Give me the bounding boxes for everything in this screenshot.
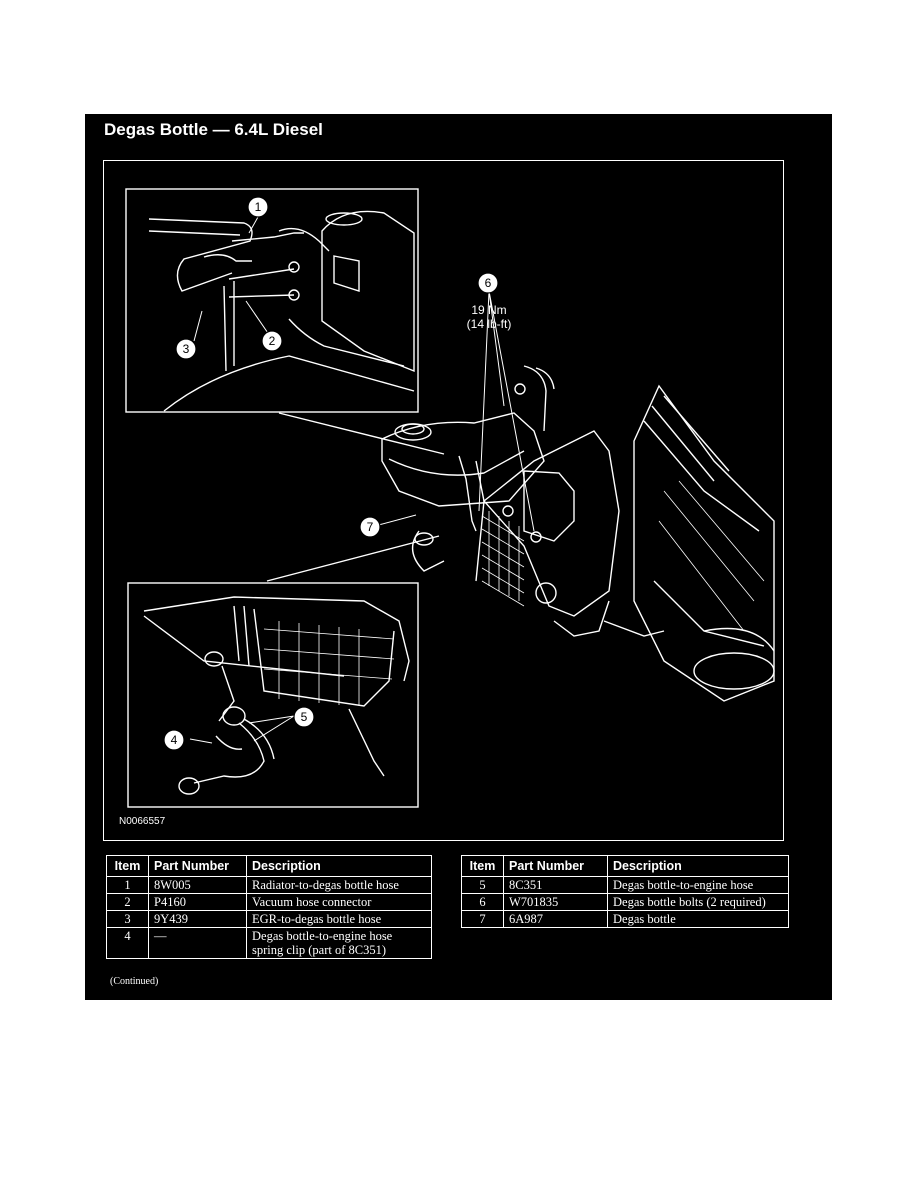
callout-7-label: 7 <box>367 520 374 534</box>
cell-description: Degas bottle-to-engine hose <box>607 876 789 894</box>
table-row: 7 6A987 Degas bottle <box>461 910 789 928</box>
cell-description: Vacuum hose connector <box>246 893 432 911</box>
lower-inset-frame <box>127 582 419 808</box>
continued-note: (Continued) <box>110 976 159 987</box>
cell-description: Degas bottle-to-engine hose spring clip … <box>246 927 432 959</box>
parts-table-left: Item Part Number Description 1 8W005 Rad… <box>106 855 432 959</box>
callout-2-label: 2 <box>269 334 276 348</box>
table-row: 3 9Y439 EGR-to-degas bottle hose <box>106 910 432 928</box>
callout-6 <box>477 272 499 294</box>
callout-1 <box>247 196 269 218</box>
callout-2 <box>261 330 283 352</box>
cell-part-number: 9Y439 <box>148 910 247 928</box>
cell-description: Degas bottle bolts (2 required) <box>607 893 789 911</box>
table-row: 1 8W005 Radiator-to-degas bottle hose <box>106 876 432 894</box>
figure-frame: 1 2 3 4 5 6 7 19 Nm (14 lb-ft) <box>103 160 784 841</box>
table-row: 6 W701835 Degas bottle bolts (2 required… <box>461 893 789 911</box>
cell-item: 2 <box>106 893 149 911</box>
diagram-panel <box>85 114 832 1000</box>
cell-item: 3 <box>106 910 149 928</box>
callout-1-label: 1 <box>255 200 262 214</box>
cell-description: Radiator-to-degas bottle hose <box>246 876 432 894</box>
table-row: 4 — Degas bottle-to-engine hose spring c… <box>106 927 432 959</box>
cell-part-number: 8W005 <box>148 876 247 894</box>
col-header-part-number: Part Number <box>148 855 247 877</box>
cell-item: 1 <box>106 876 149 894</box>
callout-4 <box>163 729 185 751</box>
callout-5 <box>293 706 315 728</box>
col-header-part-number: Part Number <box>503 855 608 877</box>
col-header-item: Item <box>461 855 504 877</box>
callout-3 <box>175 338 197 360</box>
table-row: 2 P4160 Vacuum hose connector <box>106 893 432 911</box>
torque-value-nm: 19 Nm <box>471 303 506 317</box>
table-row: 5 8C351 Degas bottle-to-engine hose <box>461 876 789 894</box>
cell-description: Degas bottle <box>607 910 789 928</box>
col-header-description: Description <box>607 855 789 877</box>
cell-item: 7 <box>461 910 504 928</box>
parts-table-right: Item Part Number Description 5 8C351 Deg… <box>461 855 789 928</box>
cell-item: 5 <box>461 876 504 894</box>
cell-item: 4 <box>106 927 149 959</box>
cell-description: EGR-to-degas bottle hose <box>246 910 432 928</box>
cell-part-number: — <box>148 927 247 959</box>
cell-item: 6 <box>461 893 504 911</box>
cell-part-number: 8C351 <box>503 876 608 894</box>
cell-part-number: W701835 <box>503 893 608 911</box>
callout-4-label: 4 <box>171 733 178 747</box>
figure-id: N0066557 <box>119 816 166 827</box>
cell-part-number: P4160 <box>148 893 247 911</box>
callout-7 <box>359 516 381 538</box>
callout-3-label: 3 <box>183 342 190 356</box>
page-title: Degas Bottle — 6.4L Diesel <box>104 120 323 139</box>
upper-inset-frame <box>125 188 419 413</box>
callout-6-label: 6 <box>485 276 492 290</box>
cell-part-number: 6A987 <box>503 910 608 928</box>
col-header-item: Item <box>106 855 149 877</box>
torque-value-lbft: (14 lb-ft) <box>467 317 512 331</box>
callout-5-label: 5 <box>301 710 308 724</box>
col-header-description: Description <box>246 855 432 877</box>
degas-bottle-illustration: 1 2 3 4 5 6 7 19 Nm (14 lb-ft) <box>125 188 775 808</box>
